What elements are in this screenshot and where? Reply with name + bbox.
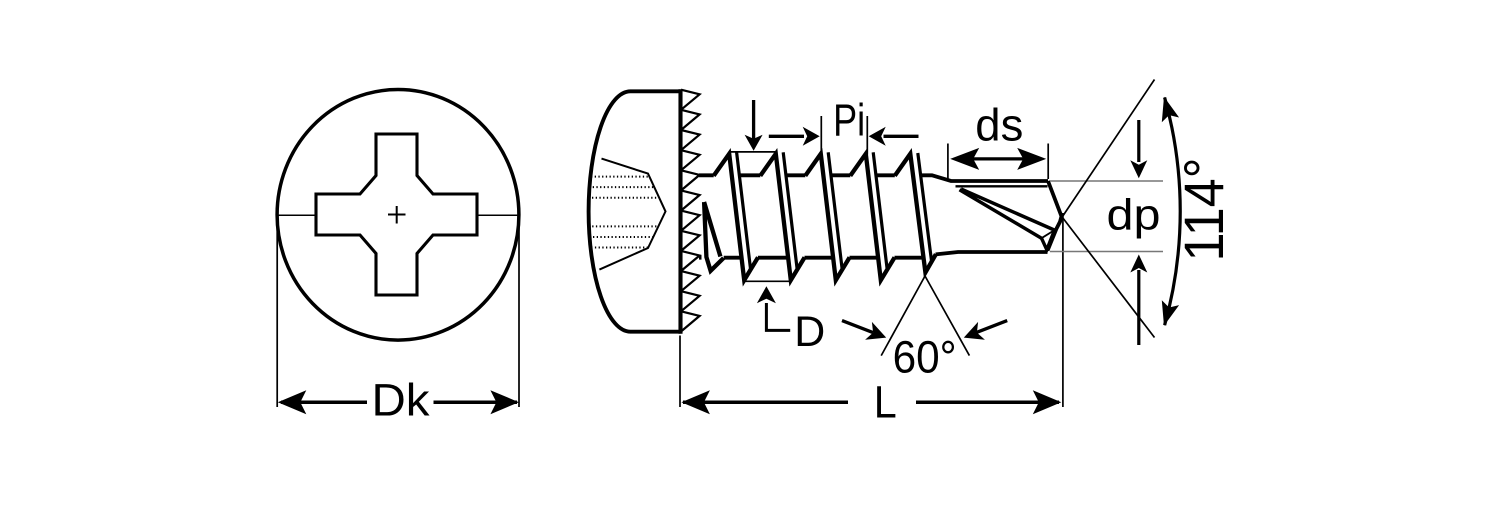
svg-text:114°: 114° [1172,158,1235,262]
svg-text:dp: dp [1107,191,1161,240]
svg-text:D: D [794,308,825,356]
svg-text:60°: 60° [893,331,957,382]
svg-text:Pi: Pi [833,95,865,146]
svg-text:ds: ds [975,100,1023,151]
svg-text:L: L [874,377,897,428]
svg-text:Dk: Dk [372,375,431,426]
